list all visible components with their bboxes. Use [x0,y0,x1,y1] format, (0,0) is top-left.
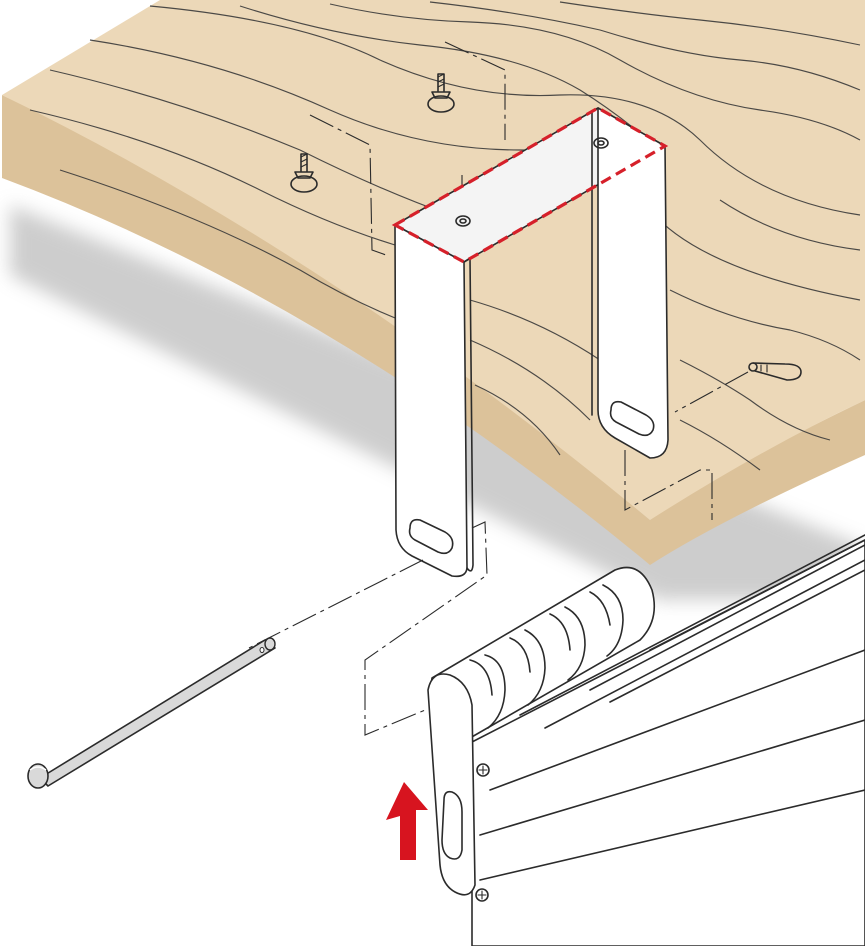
slot-guide-right-lower [624,450,713,520]
wood-screw-icon [290,153,318,193]
screw-guide-right [444,41,506,140]
cotter-pin-icon [748,362,802,381]
up-arrow-icon [386,782,428,860]
wood-board-edge [2,95,865,565]
screw-guide-left [309,114,387,256]
wood-grain [29,1,861,471]
slot-guide-left-lower [364,521,488,736]
mounting-face-highlight [391,106,669,264]
hinge-pin [27,637,276,789]
drawer-unit [427,534,865,946]
slot-guide-right [674,371,749,413]
u-bracket [394,107,669,578]
wood-screw-icon [427,73,455,113]
slot-guide-left [244,559,424,651]
